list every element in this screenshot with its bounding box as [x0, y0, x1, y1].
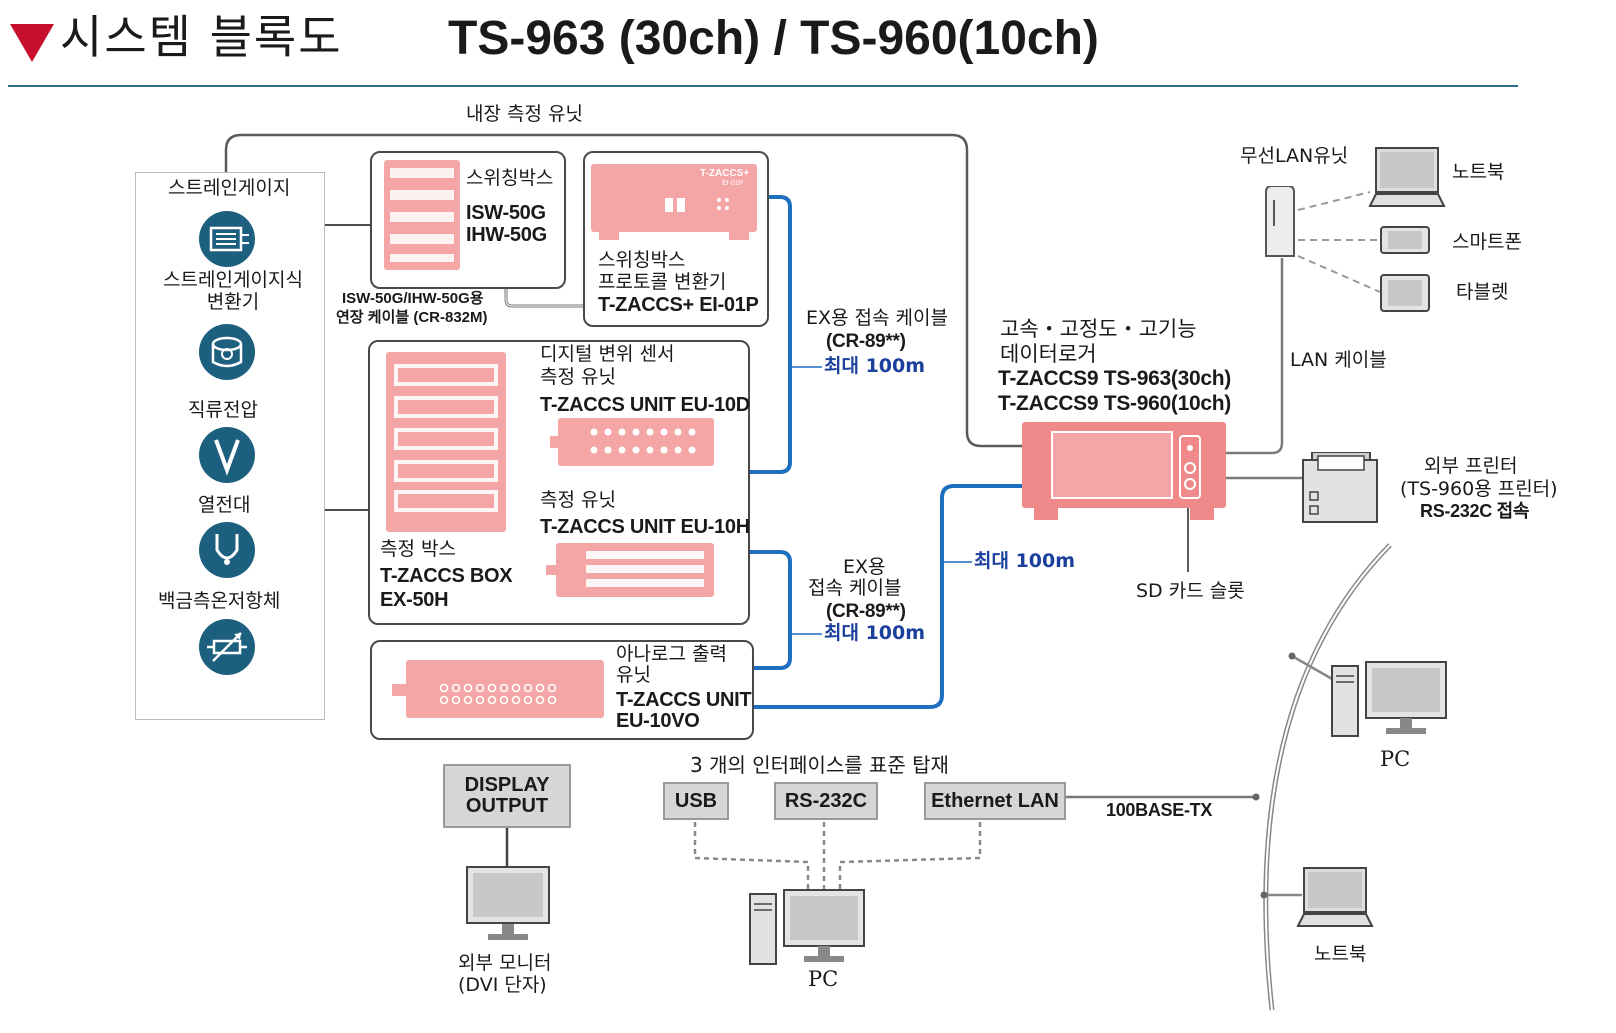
measure-unit-model: T-ZACCS UNIT EU-10H — [540, 516, 750, 538]
title-triangle-icon — [10, 24, 54, 62]
sd-slot-label: SD 카드 슬롯 — [1136, 580, 1245, 602]
logger-model2: T-ZACCS9 TS-960(10ch) — [998, 392, 1231, 415]
switching-box-device — [384, 160, 460, 270]
measure-unit-device — [546, 543, 714, 597]
protocol-converter-sub: EI-01P — [722, 180, 744, 187]
protocol-converter-name-1: 스위칭박스 — [598, 249, 686, 271]
monitor-label-2: (DVI 단자) — [458, 974, 547, 996]
switching-box-model1: ISW-50G — [466, 202, 546, 224]
network-notebook-label: 노트북 — [1314, 943, 1367, 965]
analog-unit-label-1: 아나로그 출력 — [616, 643, 727, 665]
rtd-icon — [199, 619, 255, 675]
usb-port: USB — [663, 782, 729, 820]
data-logger-device — [1022, 422, 1226, 520]
digital-unit-device — [550, 418, 714, 466]
ethernet-port: Ethernet LAN — [924, 782, 1066, 820]
logger-label-1: 고속・고정도・고기능 — [1000, 317, 1197, 341]
display-output-box: DISPLAY OUTPUT — [443, 764, 571, 828]
interface-pc-label: PC — [808, 967, 839, 991]
page-title-model: TS-963 (30ch) / TS-960(10ch) — [448, 12, 1099, 65]
display-output-label-1: DISPLAY — [464, 774, 550, 796]
network-pc-label: PC — [1380, 747, 1411, 771]
display-output-label-2: OUTPUT — [465, 795, 549, 817]
wireless-unit-label: 무선LAN유닛 — [1240, 145, 1349, 167]
strain-converter-label-1: 스트레인게이지식 — [163, 269, 303, 291]
protocol-converter-name-2: 프로토콜 변환기 — [598, 271, 727, 293]
measure-box-model1: T-ZACCS BOX — [380, 565, 513, 587]
measure-box-label: 측정 박스 — [380, 538, 456, 560]
ex-cable-1-label: EX용 접속 케이블 — [806, 307, 948, 329]
smartphone-icon — [1380, 226, 1430, 254]
rtd-label: 백금측온저항체 — [158, 590, 281, 612]
printer-label-3: RS-232C 접속 — [1420, 501, 1530, 521]
ex-cable-2-label-2: 접속 케이블 — [808, 577, 902, 599]
strain-converter-label-2: 변환기 — [206, 291, 260, 313]
printer-label-1: 외부 프린터 — [1424, 455, 1518, 477]
logger-model1: T-ZACCS9 TS-963(30ch) — [998, 367, 1231, 390]
monitor-icon — [466, 866, 550, 940]
network-notebook-icon — [1296, 867, 1374, 927]
measure-box-model2: EX-50H — [380, 589, 449, 611]
thermocouple-label: 열전대 — [198, 494, 251, 516]
switching-box-model2: IHW-50G — [466, 224, 547, 246]
header-divider — [8, 85, 1518, 87]
analog-unit-model1: T-ZACCS UNIT — [616, 689, 752, 711]
ext-cable-label-1: ISW-50G/IHW-50G용 — [342, 290, 484, 307]
interfaces-title: 3 개의 인터페이스를 표준 탑재 — [690, 753, 949, 777]
tablet-icon — [1380, 274, 1430, 312]
ext-cable-label-2: 연장 케이블 (CR-832M) — [336, 309, 488, 326]
ex-cable-2-max: 최대 100m — [824, 622, 926, 644]
interface-pc-icon — [749, 889, 865, 965]
analog-unit-model2: EU-10VO — [616, 710, 700, 732]
dc-voltage-label: 직류전압 — [188, 399, 258, 421]
protocol-converter-brand: T-ZACCS+ — [700, 168, 750, 179]
ex-cable-2-label-1: EX용 — [843, 556, 886, 578]
network-pc-icon — [1331, 661, 1447, 737]
wireless-notebook-label: 노트북 — [1452, 161, 1505, 183]
protocol-converter-model: T-ZACCS+ EI-01P — [598, 294, 759, 316]
measure-box-device — [386, 352, 506, 532]
rs232c-port: RS-232C — [774, 782, 878, 820]
wireless-unit-device — [1265, 186, 1295, 257]
tablet-label: 타블렛 — [1456, 281, 1509, 303]
printer-icon — [1302, 452, 1378, 523]
ex-cable-1-max: 최대 100m — [824, 355, 926, 377]
lan-cable-label: LAN 케이블 — [1290, 349, 1387, 371]
ex-cable-1-model: (CR-89**) — [826, 331, 906, 352]
strain-gauge-icon — [199, 211, 255, 267]
printer-label-2: (TS-960용 프린터) — [1400, 478, 1558, 500]
ex-cable-2-model: (CR-89**) — [826, 601, 906, 622]
analog-unit-device — [392, 660, 604, 718]
thermocouple-icon — [199, 522, 255, 578]
strain-gauge-label: 스트레인게이지 — [168, 177, 291, 199]
measure-unit-label: 측정 유닛 — [540, 489, 616, 511]
digital-unit-label-2: 측정 유닛 — [540, 366, 616, 388]
network-base-label: 100BASE-TX — [1106, 800, 1213, 820]
logger-label-2: 데이터로거 — [1000, 342, 1097, 366]
main-cable-max: 최대 100m — [974, 550, 1076, 572]
page-title: 시스템 블록도 — [60, 10, 343, 64]
dc-voltage-icon — [199, 427, 255, 483]
strain-converter-icon — [199, 324, 255, 380]
builtin-unit-label: 내장 측정 유닛 — [466, 103, 583, 125]
monitor-label-1: 외부 모니터 — [458, 952, 552, 974]
digital-unit-model: T-ZACCS UNIT EU-10D — [540, 394, 750, 416]
protocol-converter-device — [591, 164, 757, 240]
analog-unit-label-2: 유닛 — [616, 664, 651, 686]
smartphone-label: 스마트폰 — [1452, 231, 1522, 253]
switching-box-name: 스위칭박스 — [466, 167, 554, 189]
wireless-notebook-icon — [1368, 147, 1446, 207]
digital-unit-label-1: 디지털 변위 센서 — [540, 343, 675, 365]
